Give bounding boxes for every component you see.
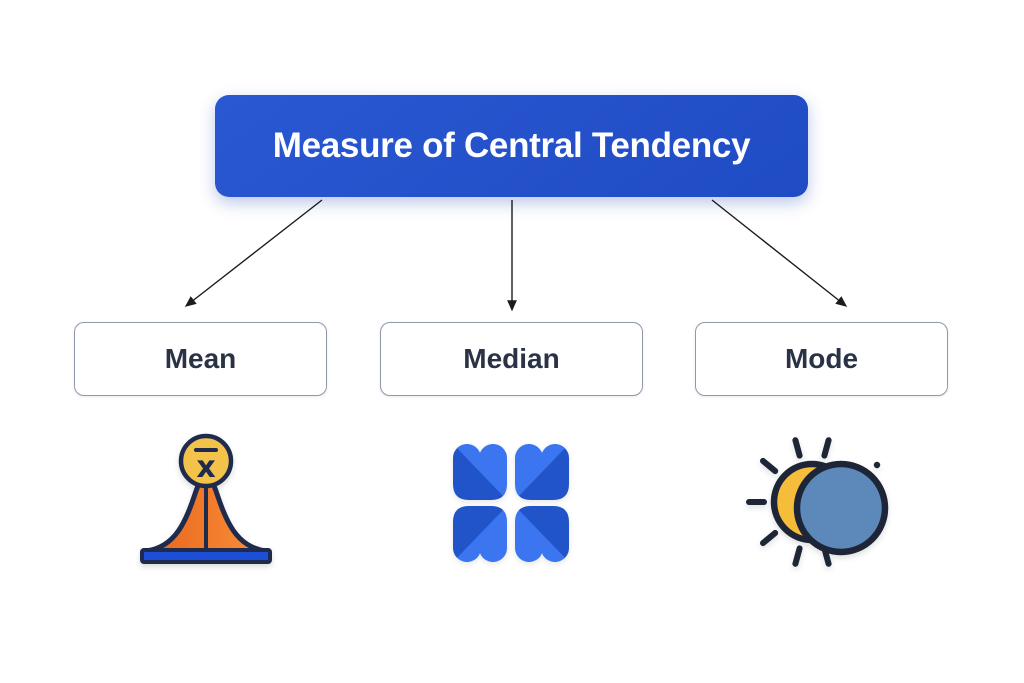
sun-eclipse-mode-icon [746,432,898,578]
arrow-title-to-mode [711,199,848,307]
svg-text:x: x [196,450,215,485]
diagram-title: Measure of Central Tendency [272,126,751,165]
node-mode: Mode [695,322,948,396]
bell-curve-mean-icon: x [140,433,272,573]
title-node: Measure of Central Tendency [215,95,808,197]
node-median-label: Median [463,343,560,374]
node-mean: Mean [74,322,327,396]
node-mean-label: Mean [164,343,237,374]
node-mode-label: Mode [784,343,859,374]
node-median: Median [380,322,643,396]
clover-grid-median-icon [452,444,570,562]
arrow-title-to-mean [184,199,323,307]
